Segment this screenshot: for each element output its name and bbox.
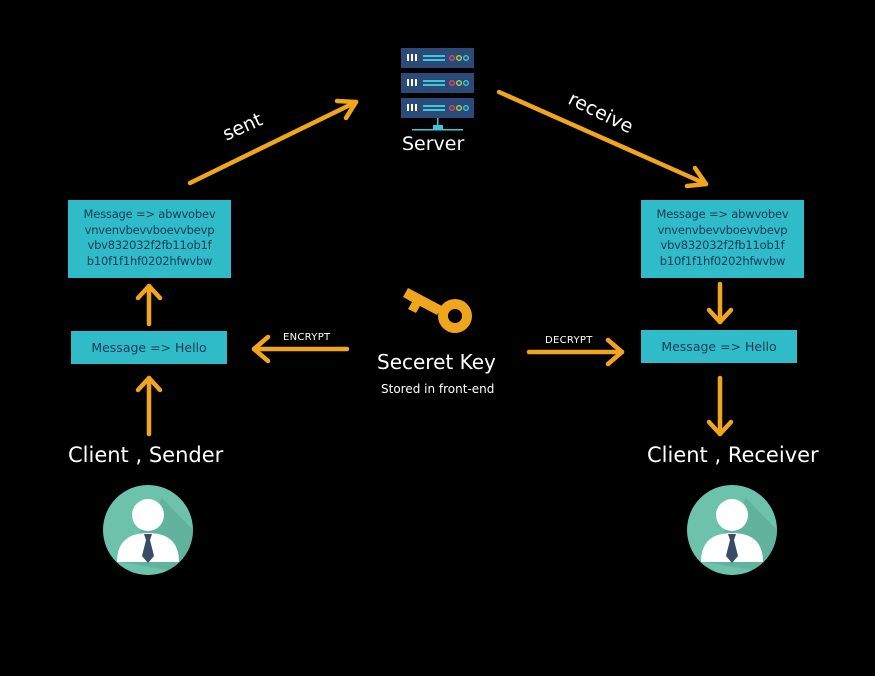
receiver-cipher-message-box: Message => abwvobev vnvenvbevvboevvbevp … <box>641 200 804 278</box>
receiver-down-arrow-bottom <box>706 375 734 437</box>
receiver-avatar-icon <box>687 485 777 575</box>
plain-message: Message => Hello <box>661 339 777 354</box>
sender-avatar-icon <box>103 485 193 575</box>
decrypt-arrow <box>526 337 625 367</box>
secret-key-subtitle: Stored in front-end <box>381 382 495 396</box>
secret-key-title: Seceret Key <box>377 350 496 374</box>
key-icon <box>403 288 472 333</box>
cipher-line: vnvenvbevvboevvbevp <box>657 222 788 237</box>
plain-message: Message => Hello <box>91 340 207 355</box>
sender-cipher-message-box: Message => abwvobev vnvenvbevvboevvbevp … <box>68 200 231 278</box>
server-label: Server <box>402 133 465 155</box>
sender-up-arrow-bottom <box>135 375 163 437</box>
cipher-line: Message => abwvobev <box>656 207 789 221</box>
server-icon <box>401 48 474 131</box>
receiver-plain-message-box: Message => Hello <box>641 330 797 363</box>
decrypt-label: DECRYPT <box>545 335 593 346</box>
cipher-line: Message => abwvobev <box>83 207 216 221</box>
sender-label: Client , Sender <box>68 443 224 467</box>
server-rack-3 <box>401 98 474 118</box>
receiver-down-arrow-top <box>706 281 734 325</box>
cipher-line: vbv832032f2fb11ob1f <box>660 238 785 252</box>
sender-up-arrow-top <box>135 283 163 327</box>
cipher-line: b10f1f1hf0202hfwvbw <box>659 253 786 268</box>
encrypt-label: ENCRYPT <box>283 332 331 343</box>
server-rack-2 <box>401 73 474 93</box>
receive-arrow <box>496 89 709 189</box>
sender-plain-message-box: Message => Hello <box>71 331 227 364</box>
receiver-label: Client , Receiver <box>647 443 819 467</box>
encrypt-arrow <box>251 334 350 364</box>
server-rack-1 <box>401 48 474 68</box>
cipher-line: b10f1f1hf0202hfwvbw <box>86 253 213 268</box>
cipher-line: vnvenvbevvboevvbevp <box>84 222 215 237</box>
sent-arrow <box>187 98 359 186</box>
cipher-line: vbv832032f2fb11ob1f <box>87 238 212 252</box>
